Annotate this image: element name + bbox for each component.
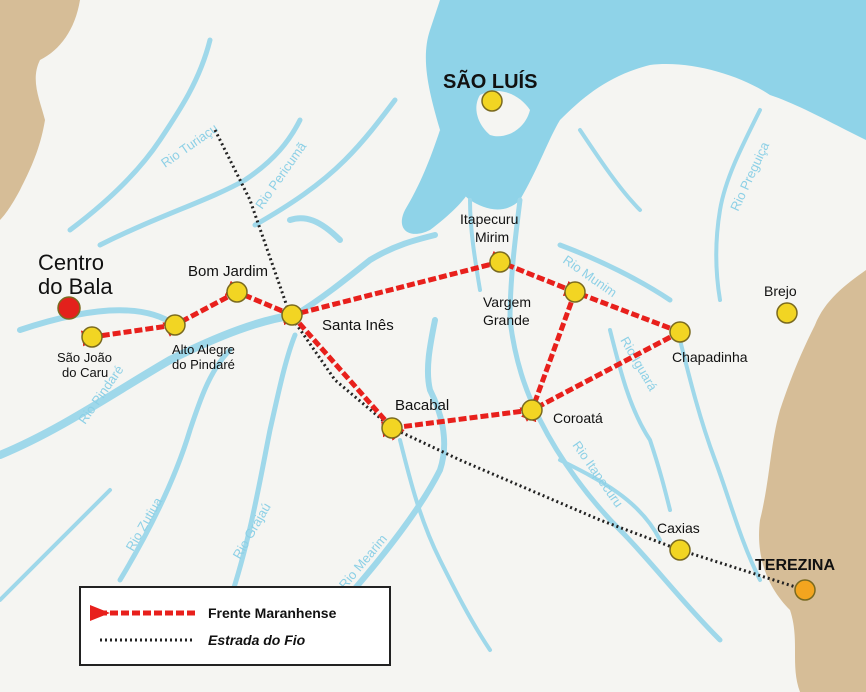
label-caxias: Caxias <box>657 520 700 536</box>
label-vargem-line2: Grande <box>483 312 530 328</box>
city-sao-luis <box>481 90 503 112</box>
frente-maranhense <box>80 250 682 441</box>
city-terezina <box>794 579 816 601</box>
sea <box>425 0 866 210</box>
label-sao-luis: SÃO LUÍS <box>443 70 537 93</box>
city-vargem-grande <box>564 281 586 303</box>
label-centro-line2: do Bala <box>38 274 113 299</box>
city-bacabal <box>381 417 403 439</box>
label-chapadinha: Chapadinha <box>672 349 748 365</box>
city-coroata <box>521 399 543 421</box>
city-labels: SÃO LUÍS TEREZINA Centro do Bala São Joã… <box>38 70 835 574</box>
city-centro-do-bala <box>57 296 81 320</box>
city-alto-alegre <box>164 314 186 336</box>
label-itapecuru-line1: Itapecuru <box>460 211 518 227</box>
city-brejo <box>776 302 798 324</box>
city-bom-jardim <box>226 281 248 303</box>
label-itapecuru-line2: Mirim <box>475 229 509 245</box>
label-sao-joao-line2: do Caru <box>62 365 108 380</box>
city-caxias <box>669 539 691 561</box>
label-alto-alegre-line2: do Pindaré <box>172 357 235 372</box>
city-chapadinha <box>669 321 691 343</box>
label-sao-joao-line1: São João <box>57 350 112 365</box>
label-alto-alegre-line1: Alto Alegre <box>172 342 235 357</box>
label-bacabal: Bacabal <box>395 397 449 414</box>
legend-frente-label: Frente Maranhense <box>208 605 337 621</box>
label-bom-jardim: Bom Jardim <box>188 263 268 280</box>
east-land <box>759 270 866 692</box>
legend-estrada-label: Estrada do Fio <box>208 632 306 648</box>
label-santa-ines: Santa Inês <box>322 317 394 334</box>
label-centro-line1: Centro <box>38 250 104 275</box>
legend-box <box>79 586 391 666</box>
west-land <box>0 0 80 220</box>
cities <box>57 90 816 601</box>
label-terezina: TEREZINA <box>755 557 835 574</box>
city-itapecuru-mirim <box>489 251 511 273</box>
city-sao-joao-do-caru <box>81 326 103 348</box>
label-vargem-line1: Vargem <box>483 294 531 310</box>
city-santa-ines <box>281 304 303 326</box>
label-brejo: Brejo <box>764 283 797 299</box>
bay-inner <box>401 130 470 234</box>
label-coroata: Coroatá <box>553 410 603 426</box>
rivers <box>0 37 762 652</box>
legend: Frente Maranhense Estrada do Fio <box>79 586 391 666</box>
